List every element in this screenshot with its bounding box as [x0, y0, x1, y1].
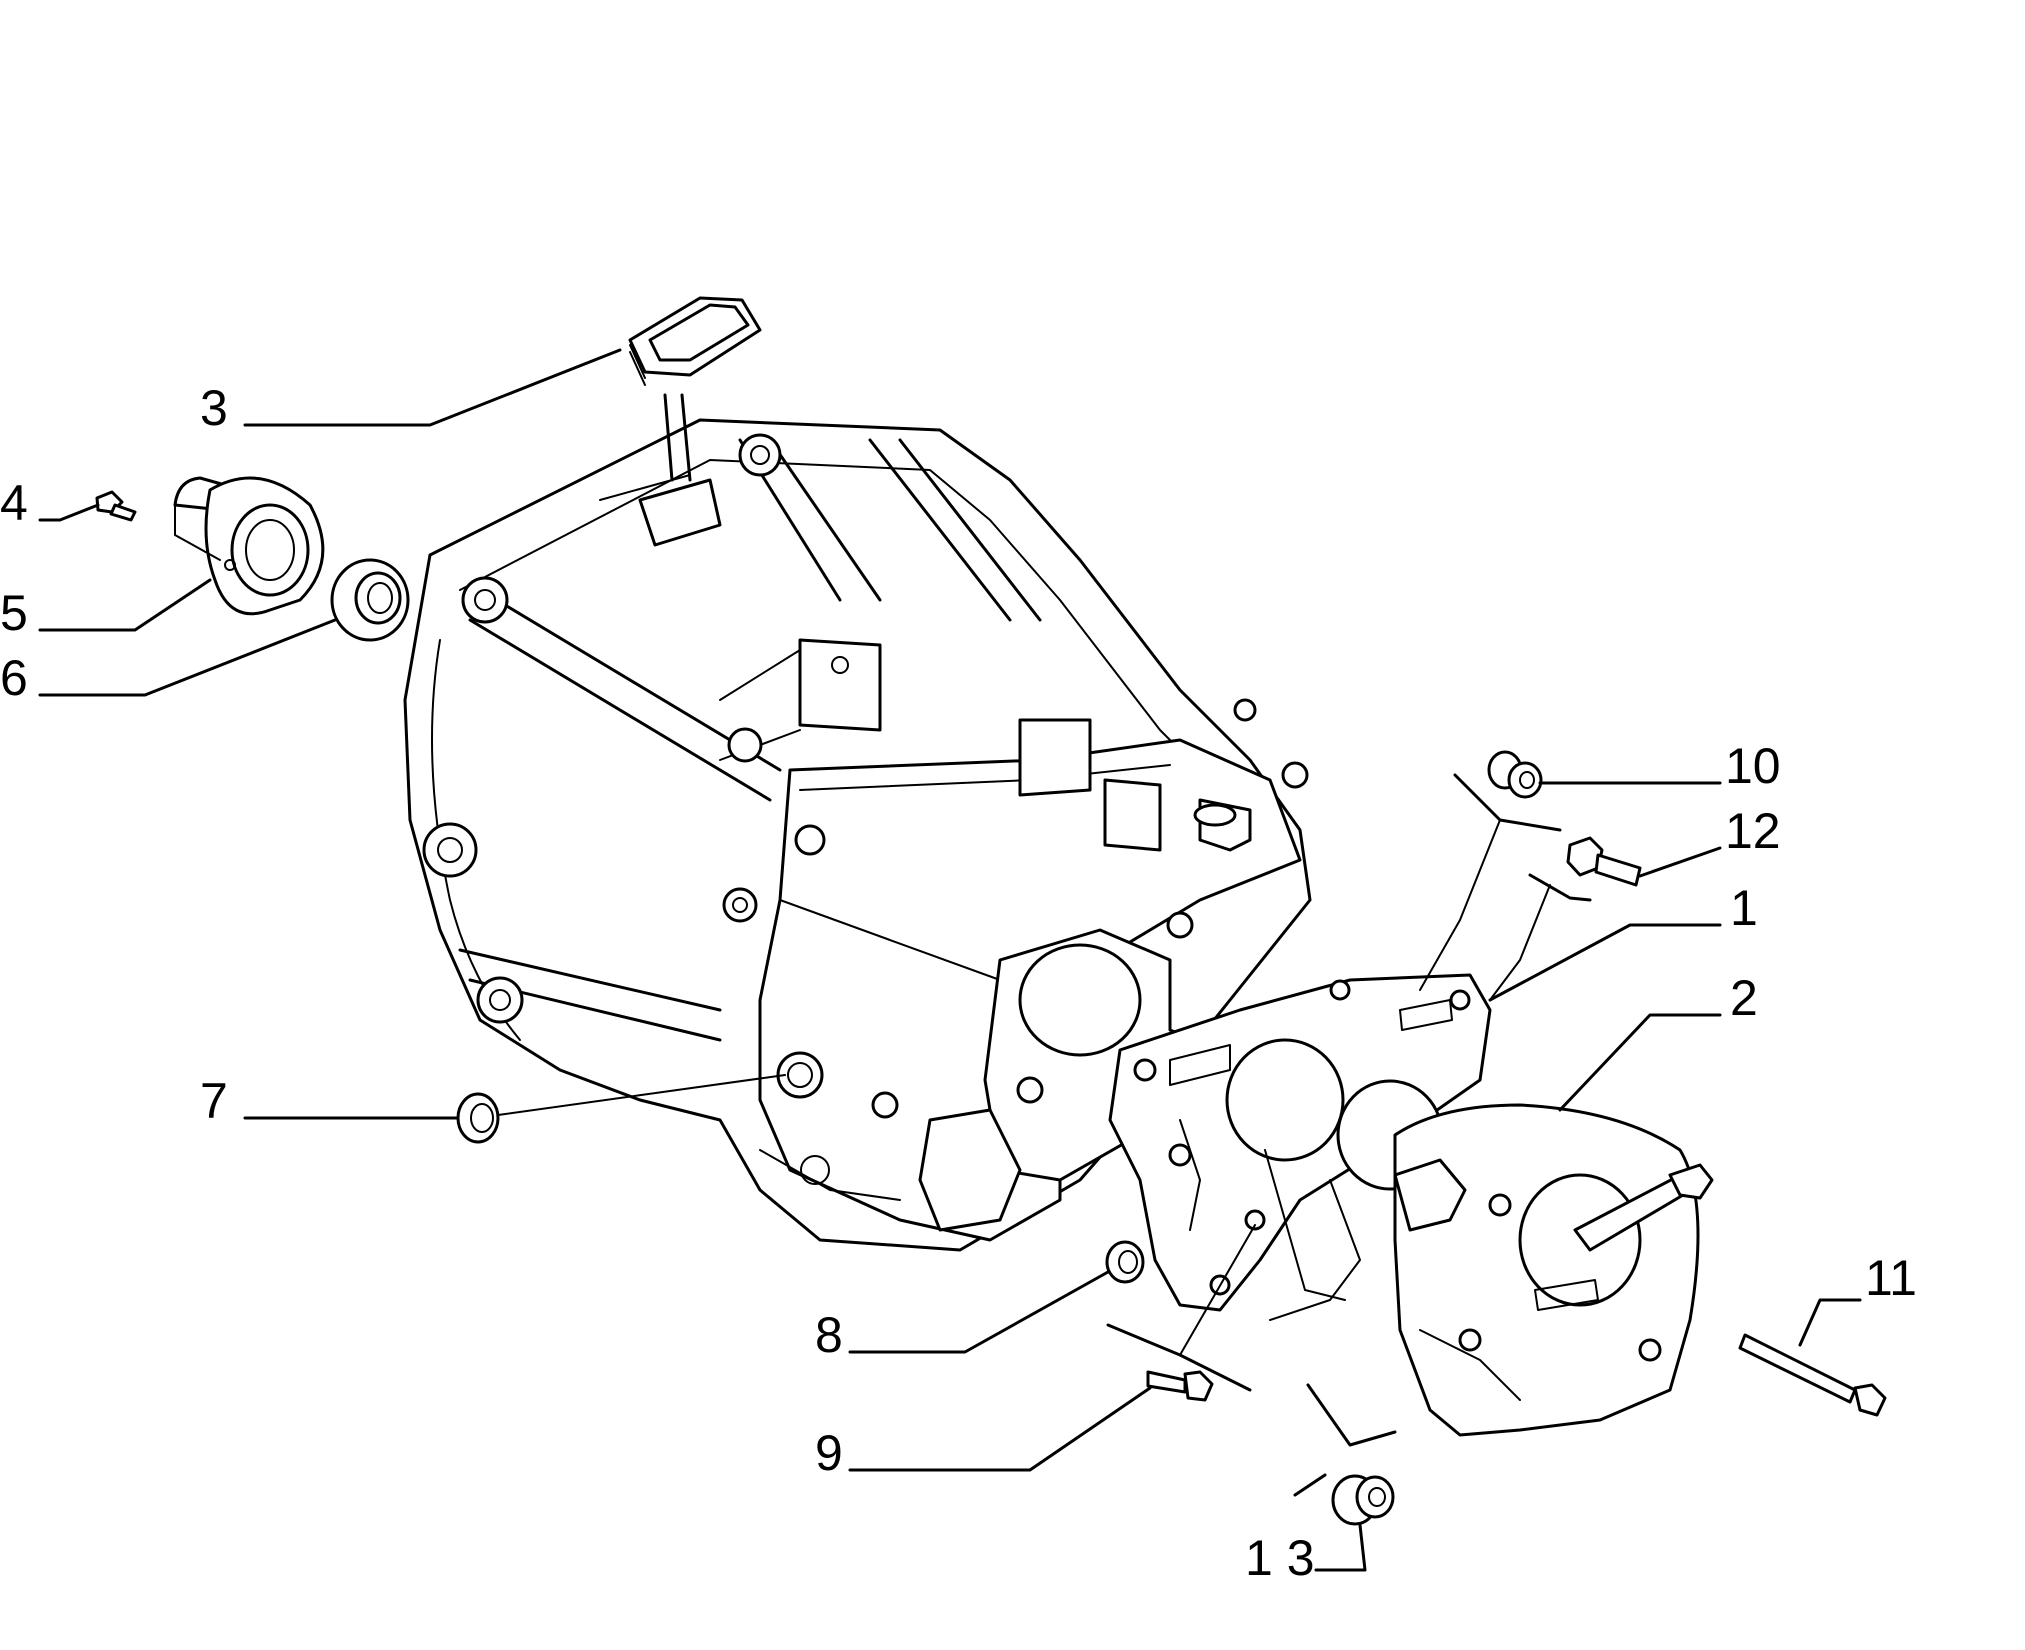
- part-5-flange: [173, 476, 325, 616]
- callout-13: 1 3: [1245, 1530, 1315, 1586]
- callout-8: 8: [815, 1307, 843, 1363]
- leader-11: [1798, 1298, 1862, 1347]
- leader-12: [1638, 846, 1722, 878]
- callout-labels: 3 4 5 6 7 8 9 10 12 1 2 11 1 3: [0, 380, 1917, 1586]
- leader-13: [1314, 1523, 1367, 1572]
- leader-lines: [38, 348, 1862, 1572]
- part-9-screw: [1146, 1370, 1214, 1402]
- leader-7b: [497, 1074, 786, 1116]
- callout-4: 4: [0, 475, 28, 531]
- callout-1: 1: [1730, 880, 1758, 936]
- callout-7: 7: [200, 1073, 228, 1129]
- callout-6: 6: [0, 650, 28, 706]
- part-12-breather: [1566, 836, 1642, 887]
- part-4-bolt: [95, 490, 137, 522]
- callout-3: 3: [200, 380, 228, 436]
- part-10-plug: [1487, 750, 1543, 799]
- part-2-end-cover: [1393, 1103, 1714, 1437]
- leader-9: [848, 1386, 1152, 1472]
- leader-6: [38, 618, 337, 697]
- callout-11: 11: [1865, 1250, 1917, 1306]
- callout-12: 12: [1725, 803, 1781, 859]
- leader-1: [1488, 923, 1722, 1002]
- callout-2: 2: [1730, 970, 1758, 1026]
- callout-10: 10: [1725, 738, 1781, 794]
- part-13-plug: [1331, 1474, 1395, 1526]
- part-11-bolt: [1738, 1333, 1887, 1417]
- leader-4: [38, 503, 100, 522]
- leader-2: [1558, 1013, 1722, 1112]
- part-6-seal: [330, 558, 410, 642]
- gearbox-housing: [403, 418, 1312, 1252]
- leader-3b: [663, 393, 692, 482]
- leader-3: [243, 348, 622, 427]
- part-1-plate: [1108, 973, 1492, 1321]
- part-3-cover: [628, 296, 762, 386]
- callout-9: 9: [815, 1425, 843, 1481]
- part-7-plug: [456, 1092, 500, 1144]
- callout-5: 5: [0, 585, 28, 641]
- leader-5: [38, 578, 212, 632]
- leader-8: [848, 1270, 1110, 1354]
- part-8-plug: [1105, 1240, 1145, 1284]
